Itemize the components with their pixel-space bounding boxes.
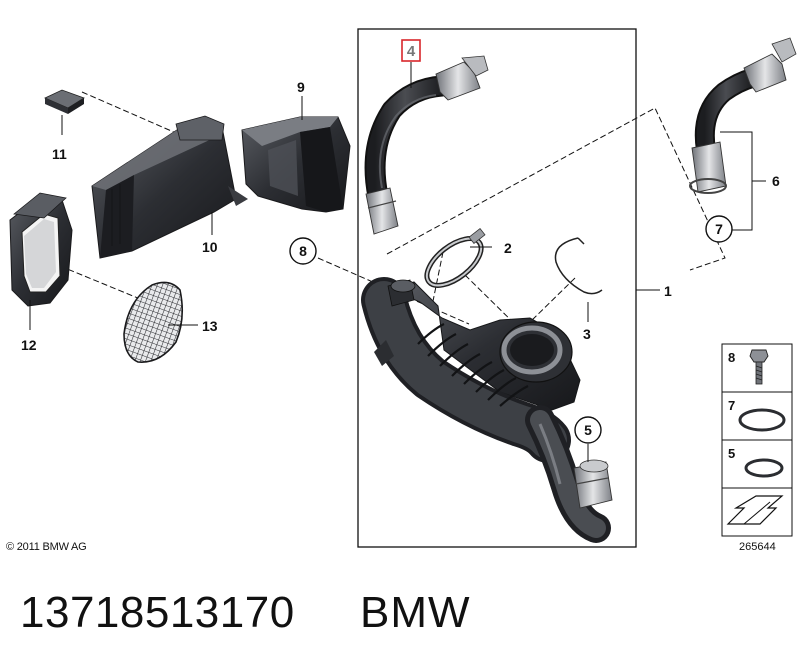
arrow-shape-icon <box>726 495 784 525</box>
callout-1: 1 <box>664 283 672 299</box>
part-number: 13718513170 <box>20 588 295 637</box>
bolt-icon <box>749 349 769 385</box>
callout-8-circle: 8 <box>289 237 317 265</box>
callout-12: 12 <box>21 337 37 353</box>
legend-label-5: 5 <box>728 446 735 461</box>
leader-lines <box>29 62 766 462</box>
part-9-funnel <box>241 116 351 213</box>
callout-10: 10 <box>202 239 218 255</box>
callout-5-circle: 5 <box>574 416 602 444</box>
copyright-notice: © 2011 BMW AG <box>6 541 87 553</box>
part-13-mesh-grille <box>123 281 184 363</box>
callout-8: 8 <box>299 243 307 259</box>
part-11-clip <box>44 89 85 114</box>
callout-11: 11 <box>52 146 67 162</box>
part-1-intake-pipe <box>361 277 613 543</box>
callout-4: 4 <box>407 43 416 60</box>
callout-7-circle: 7 <box>705 215 733 243</box>
part-3-spring-clip <box>554 237 603 295</box>
brand-name: BMW <box>360 588 471 637</box>
o-ring-small-icon <box>744 458 784 478</box>
assembly-frame <box>357 28 637 548</box>
part-12-seal <box>9 192 73 307</box>
part-4-vent-hose <box>364 55 489 235</box>
callout-4-highlight: 4 <box>401 39 421 62</box>
small-parts-legend: 8 7 5 <box>721 343 793 537</box>
callout-3: 3 <box>583 326 591 342</box>
callouts: 11 9 10 12 13 2 3 1 6 <box>21 79 780 353</box>
part-2-hose-clamp <box>424 227 486 288</box>
part-10-air-duct <box>91 115 248 259</box>
callout-6: 6 <box>772 173 780 189</box>
callout-5: 5 <box>584 422 592 438</box>
part-6-vent-hose <box>689 37 797 194</box>
legend-label-8: 8 <box>728 350 735 365</box>
o-ring-large-icon <box>738 408 786 432</box>
legend-label-7: 7 <box>728 398 735 413</box>
diagram-id: 265644 <box>739 541 776 553</box>
callout-13: 13 <box>202 318 218 334</box>
callout-9: 9 <box>297 79 305 95</box>
callout-7: 7 <box>715 221 723 237</box>
callout-2: 2 <box>504 240 512 256</box>
